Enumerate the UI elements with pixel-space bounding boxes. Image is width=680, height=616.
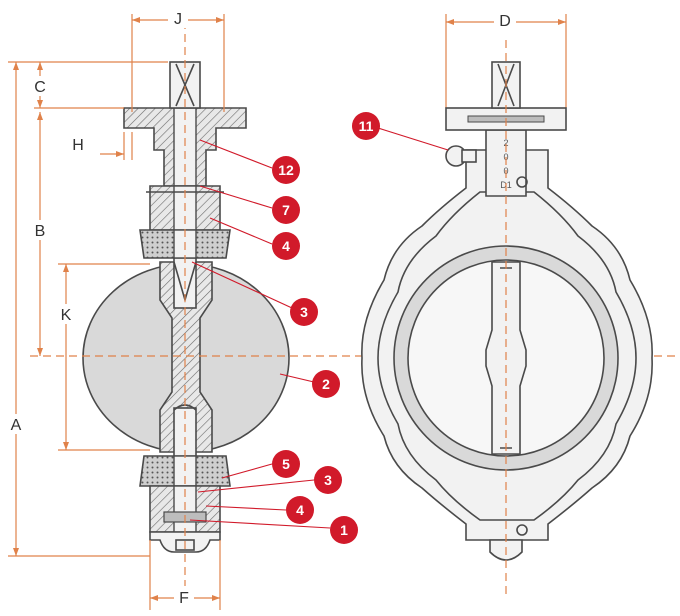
stem-section <box>159 261 213 453</box>
dim-label-b: B <box>35 223 46 240</box>
svg-text:2: 2 <box>322 376 330 392</box>
callout-5: 5 <box>272 450 300 478</box>
body-mark-1: 2 <box>503 138 508 148</box>
callout-3-lower: 3 <box>314 466 342 494</box>
svg-text:1: 1 <box>340 522 348 538</box>
svg-text:5: 5 <box>282 456 290 472</box>
svg-text:3: 3 <box>300 304 308 320</box>
front-view: 2 0 0 D1 <box>361 40 653 596</box>
svg-text:7: 7 <box>282 202 290 218</box>
callout-4-upper: 4 <box>272 232 300 260</box>
svg-text:3: 3 <box>324 472 332 488</box>
lock-knob-stem <box>461 149 477 163</box>
dim-label-h: H <box>72 137 84 154</box>
callout-1: 1 <box>330 516 358 544</box>
svg-text:12: 12 <box>278 162 294 178</box>
section-view <box>82 8 290 600</box>
upper-bolt-icon <box>516 176 528 188</box>
dim-label-d: D <box>499 13 511 30</box>
callout-3-upper: 3 <box>290 298 318 326</box>
dim-label-j: J <box>174 11 182 28</box>
dimensions: J A C B H K <box>6 8 567 610</box>
callout-2: 2 <box>312 370 340 398</box>
callout-7: 7 <box>272 196 300 224</box>
dim-label-f: F <box>179 590 189 607</box>
callout-12: 12 <box>272 156 300 184</box>
dim-label-c: C <box>34 79 46 96</box>
drive-square-cross <box>175 63 195 107</box>
svg-text:11: 11 <box>359 118 374 134</box>
dim-label-k: K <box>61 307 72 324</box>
callout-11: 11 <box>352 112 380 140</box>
callout-4-lower: 4 <box>286 496 314 524</box>
leaders <box>189 127 449 529</box>
valve-body-inner <box>377 191 637 521</box>
svg-text:4: 4 <box>296 502 304 518</box>
lower-bolt-icon <box>516 524 528 536</box>
dim-label-a: A <box>11 417 22 434</box>
svg-text:4: 4 <box>282 238 290 254</box>
